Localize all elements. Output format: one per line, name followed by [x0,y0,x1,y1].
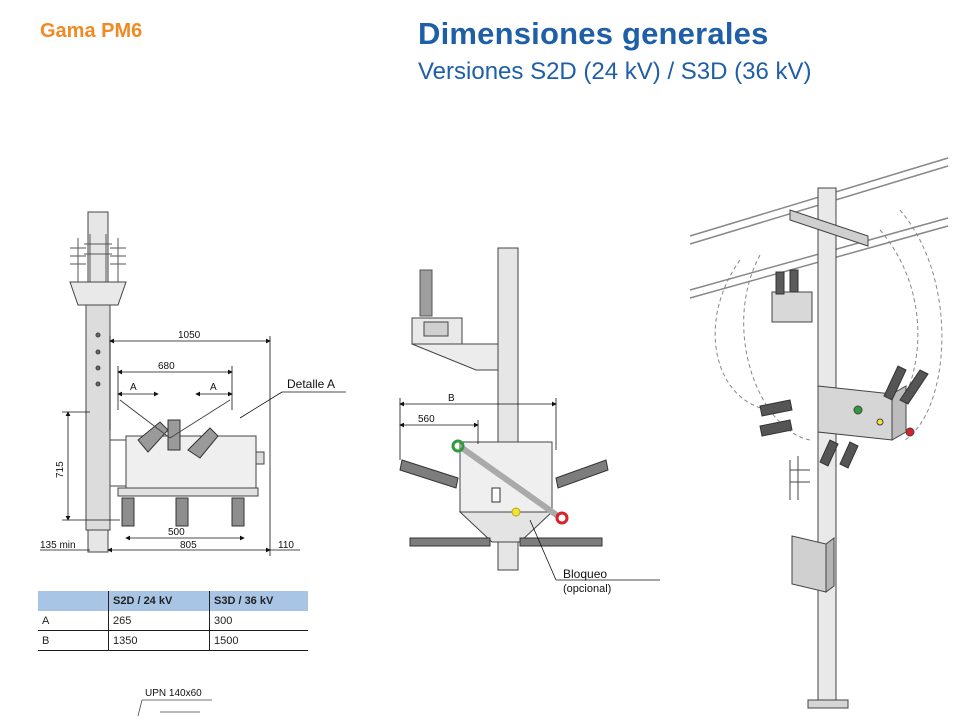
table-header-row: S2D / 24 kV S3D / 36 kV [38,591,308,611]
handle-red-icon [555,511,569,525]
dim-1050: 1050 [178,330,201,341]
callout-detalle-a: Detalle A [287,377,335,391]
table-header [38,591,109,611]
table-header: S2D / 24 kV [108,591,210,611]
dim-715: 715 [55,461,66,478]
table-cell: 1350 [108,630,210,651]
callout-bloqueo: Bloqueo [563,567,607,581]
dim-135-min: 135 min [40,540,76,551]
dim-b: B [448,393,455,404]
label-upn: UPN 140x60 [145,688,202,699]
table-header: S3D / 36 kV [209,591,308,611]
dim-680: 680 [158,361,175,372]
page-subtitle: Versiones S2D (24 kV) / S3D (36 kV) [418,58,812,85]
handle-green-icon [451,439,465,453]
dim-a-left: A [130,382,137,393]
table-cell: 265 [108,611,210,631]
front-view-drawing [69,211,265,553]
table-row: A 265 300 [38,611,308,631]
table-cell: A [38,611,109,631]
dim-500: 500 [168,527,185,538]
side-view-drawing [399,247,609,571]
page-title: Dimensiones generales [418,16,769,51]
bottom-profile-drawing [137,699,212,717]
dim-805: 805 [180,540,197,551]
side-view-dimensions [399,398,660,581]
lock-yellow-icon [511,507,521,517]
table-cell: B [38,630,109,651]
table-cell: 1500 [209,630,308,651]
dim-560: 560 [418,414,435,425]
isometric-view-drawing [689,157,949,709]
table-row: B 1350 1500 [38,630,308,651]
table-cell: 300 [209,611,308,631]
callout-opcional: (opcional) [563,583,611,595]
brand-label: Gama PM6 [40,20,143,42]
dim-a-right: A [210,382,217,393]
dimensions-table: S2D / 24 kV S3D / 36 kV A 265 300 B 1350… [38,591,308,651]
front-view-dimensions [40,336,346,556]
dim-110: 110 [278,540,294,551]
